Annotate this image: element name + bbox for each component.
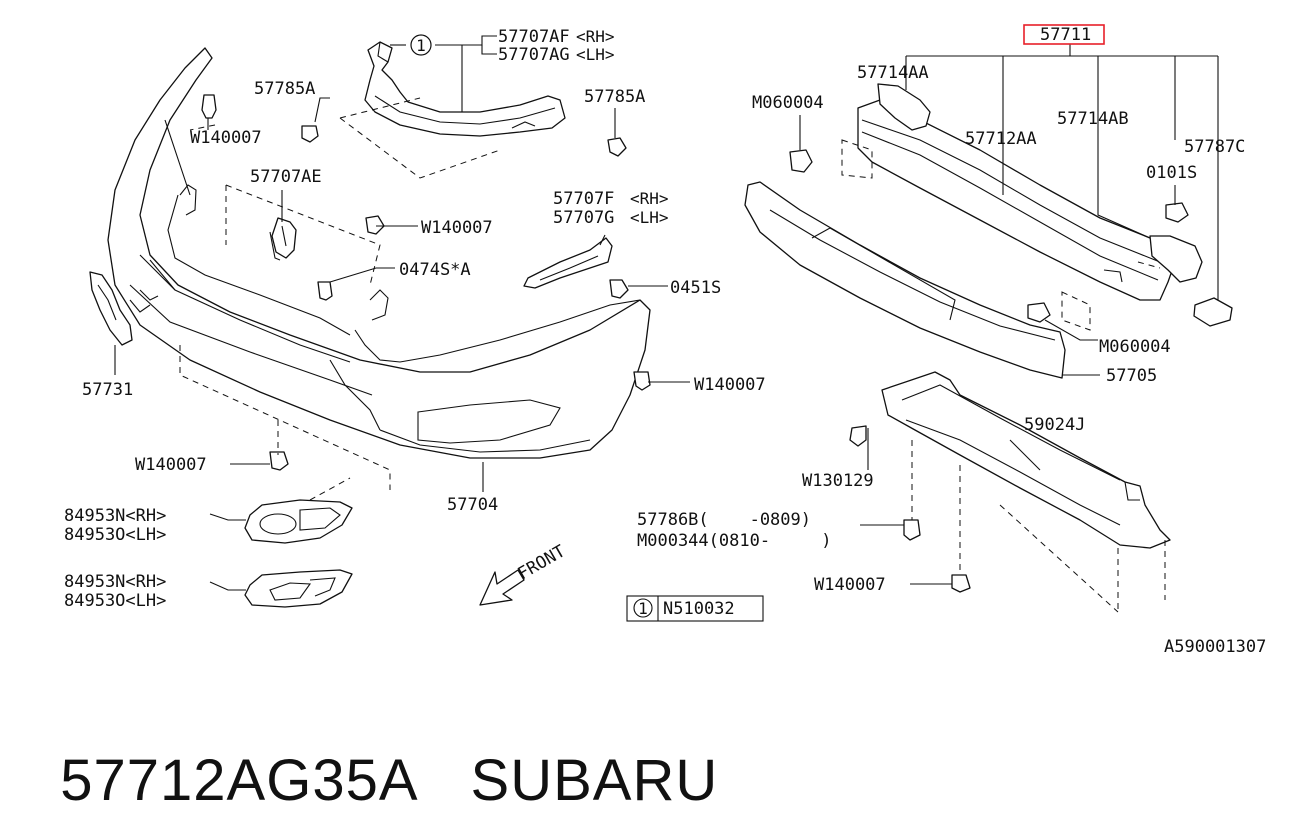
fasteners-left [201,94,651,471]
fog-cover-a [244,499,353,544]
label-0474s: 0474S*A [399,260,471,280]
label-w140007-bottom: W140007 [135,455,207,475]
label-57707ae: 57707AE [250,167,322,187]
reinforcement-beam-57712aa [857,99,1176,301]
label-57707f-side: <RH> [630,189,669,208]
caption: 57712AG35A SUBARU [26,680,770,813]
side-bracket-57707f [523,237,613,289]
label-57707ag-side: <LH> [576,45,615,64]
side-spacer-57731 [89,271,133,346]
highlight-box [1023,24,1105,45]
part-number: 57712AG35A [60,748,419,813]
label-57707af: 57707AF [498,27,570,47]
label-57707af-side: <RH> [576,27,615,46]
note-box: 1 N510032 [626,595,764,622]
label-57714ab: 57714AB [1057,109,1129,129]
dashed-guides [179,97,1166,613]
bumper-face-57704 [107,47,651,459]
label-w140007-mid: W140007 [421,218,493,238]
energy-absorber-57705 [744,181,1066,379]
label-57707g-side: <LH> [630,208,669,227]
leader-lines [114,35,1219,591]
label-59024j: 59024J [1024,415,1085,435]
stay-57714ab [1149,235,1203,283]
label-57786b: 57786B( -0809) [637,510,811,530]
label-57707f: 57707F [553,189,614,209]
label-57712aa: 57712AA [965,129,1037,149]
front-arrow: FRONT [479,541,569,606]
label-57787c: 57787C [1184,137,1245,157]
label-57785a-left: 57785A [254,79,315,99]
label-84953o-a: 84953O<LH> [64,525,166,545]
label-w140007-under: W140007 [814,575,886,595]
under-cover-59024j [881,371,1171,549]
label-57704: 57704 [447,495,498,515]
label-84953o-b: 84953O<LH> [64,591,166,611]
ref-marker-number: 1 [416,36,426,55]
label-57731: 57731 [82,380,133,400]
front-arrow-label: FRONT [515,541,569,584]
label-57714aa: 57714AA [857,63,929,83]
label-m060004-top: M060004 [752,93,824,113]
brand-name: SUBARU [470,748,719,813]
label-0101s: 0101S [1146,163,1197,183]
fasteners-right [789,149,1189,593]
label-57705: 57705 [1106,366,1157,386]
label-m000344: M000344(0810- ) [637,531,831,551]
label-w130129: W130129 [802,471,874,491]
label-57707g: 57707G [553,208,614,228]
label-figure-code: A590001307 [1164,637,1266,657]
ref-marker: 1 [410,34,432,56]
label-57707ag: 57707AG [498,45,570,65]
side-bracket-57707ae [271,217,297,259]
label-m060004-bottom: M060004 [1099,337,1171,357]
label-w140007-top: W140007 [190,128,262,148]
label-84953n-b: 84953N<RH> [64,572,166,592]
bracket-57787c [1193,297,1233,327]
label-84953n-a: 84953N<RH> [64,506,166,526]
note-part: N510032 [663,599,735,619]
label-w140007-right: W140007 [694,375,766,395]
label-57711: 57711 [1040,25,1091,45]
note-number: 1 [638,599,648,618]
stay-57714aa [877,83,931,131]
parts-diagram: 1 1 N510032 FRONT 57707AF <RH> 57707AG <… [64,24,1266,657]
label-0451s: 0451S [670,278,721,298]
fog-cover-b [244,569,353,608]
label-57785a-right: 57785A [584,87,645,107]
callout-labels: 57707AF <RH> 57707AG <LH> 57785A 57785A … [64,25,1266,657]
